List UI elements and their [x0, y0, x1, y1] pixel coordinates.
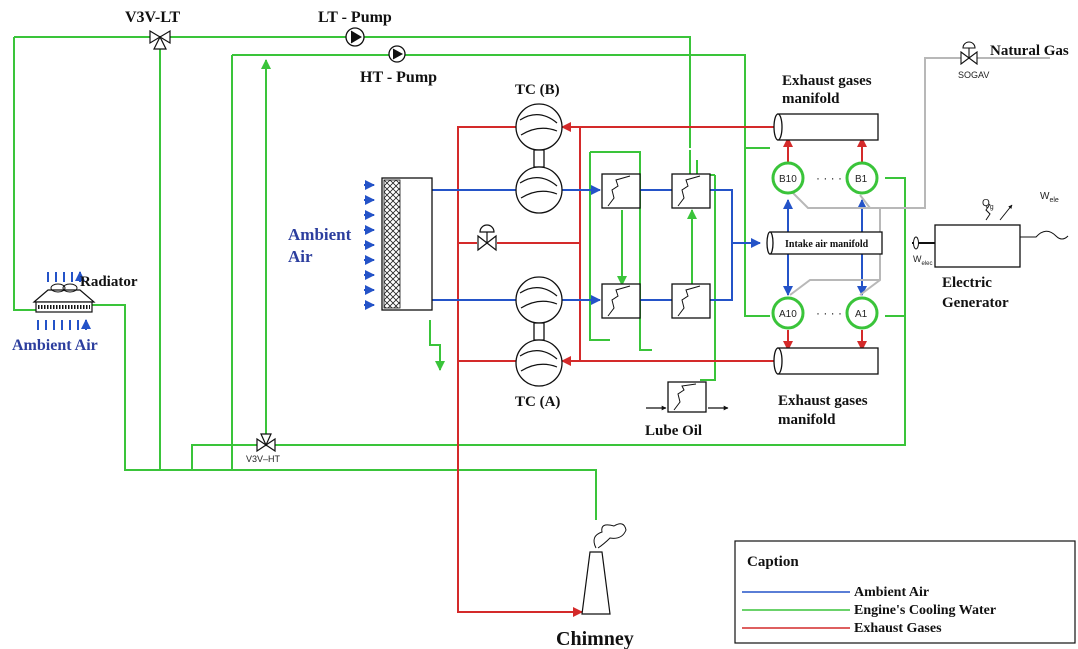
tc-b-label: TC (B) [515, 82, 560, 98]
caption-legend: Caption Ambient Air Engine's Cooling Wat… [734, 540, 1076, 644]
electric-generator-icon [912, 203, 1069, 268]
v3v-lt-label: V3V-LT [125, 9, 180, 26]
natural-gas-label: Natural Gas [990, 43, 1069, 59]
ht-pump-icon [388, 45, 406, 63]
cylinders: · · · · · · · · [771, 161, 879, 330]
chimney-label: Chimney [556, 628, 634, 649]
radiator-label: Radiator [80, 274, 138, 290]
cylinder-b1-label: B1 [855, 174, 868, 185]
electric-generator-label-line2: Generator [942, 295, 1009, 311]
sogav-valve [960, 41, 978, 66]
ht-pump-label: HT - Pump [360, 69, 437, 86]
exhaust-manifold-bottom-label-line2: manifold [778, 412, 836, 428]
cylinder-a10-label: A10 [779, 309, 797, 320]
v3v-lt-valve [149, 29, 171, 50]
cylinder-b10-label: B10 [779, 174, 797, 185]
cooling-water-lines [13, 36, 906, 520]
radiator-icon [32, 272, 94, 330]
sogav-label: SOGAV [958, 70, 989, 80]
lt-pump-icon [345, 27, 365, 47]
exhaust-manifold-bottom-shape [773, 347, 879, 375]
lt-pump-label: LT - Pump [318, 9, 392, 26]
exhaust-manifold-top-label-line1: Exhaust gases [782, 73, 872, 89]
svg-text:· · · ·: · · · · [816, 306, 842, 320]
intake-manifold-label: Intake air manifold [785, 239, 869, 250]
w-elec-label: Welec [913, 254, 933, 267]
cylinder-a1-label: A1 [855, 309, 868, 320]
ambient-air-mid-label-line1: Ambient [288, 225, 352, 244]
svg-text:· · · ·: · · · · [816, 171, 842, 185]
exhaust-lines [457, 122, 867, 617]
v3v-ht-label: V3V–HT [246, 454, 281, 464]
turbocharger-a [515, 276, 563, 387]
legend-label-exhaust: Exhaust Gases [854, 621, 942, 636]
legend-label-cooling-water: Engine's Cooling Water [854, 603, 996, 618]
ambient-air-lines [364, 180, 867, 310]
lube-oil-cooler [646, 381, 729, 413]
air-filter [381, 177, 433, 311]
chimney-icon [581, 523, 627, 615]
electric-generator-label-line1: Electric [942, 275, 992, 291]
intercoolers [601, 173, 711, 319]
caption-title: Caption [747, 554, 799, 570]
q-label: Qg [982, 198, 994, 211]
ambient-air-left-label: Ambient Air [12, 337, 98, 354]
legend-label-ambient-air: Ambient Air [854, 585, 929, 600]
intake-manifold-shape [766, 231, 883, 255]
v3v-ht-valve [256, 433, 276, 453]
exhaust-manifold-bottom-label-line1: Exhaust gases [778, 393, 868, 409]
exhaust-manifold-top-label-line2: manifold [782, 91, 840, 107]
air-inlet-arrows [364, 180, 375, 310]
wastegate-valve [477, 224, 497, 252]
w-ele-label: Wele [1040, 191, 1059, 204]
lube-oil-label: Lube Oil [645, 423, 702, 439]
exhaust-manifold-top-shape [773, 113, 879, 141]
turbocharger-b [515, 103, 563, 214]
ambient-air-mid-label-line2: Air [288, 247, 313, 266]
tc-a-label: TC (A) [515, 394, 560, 410]
